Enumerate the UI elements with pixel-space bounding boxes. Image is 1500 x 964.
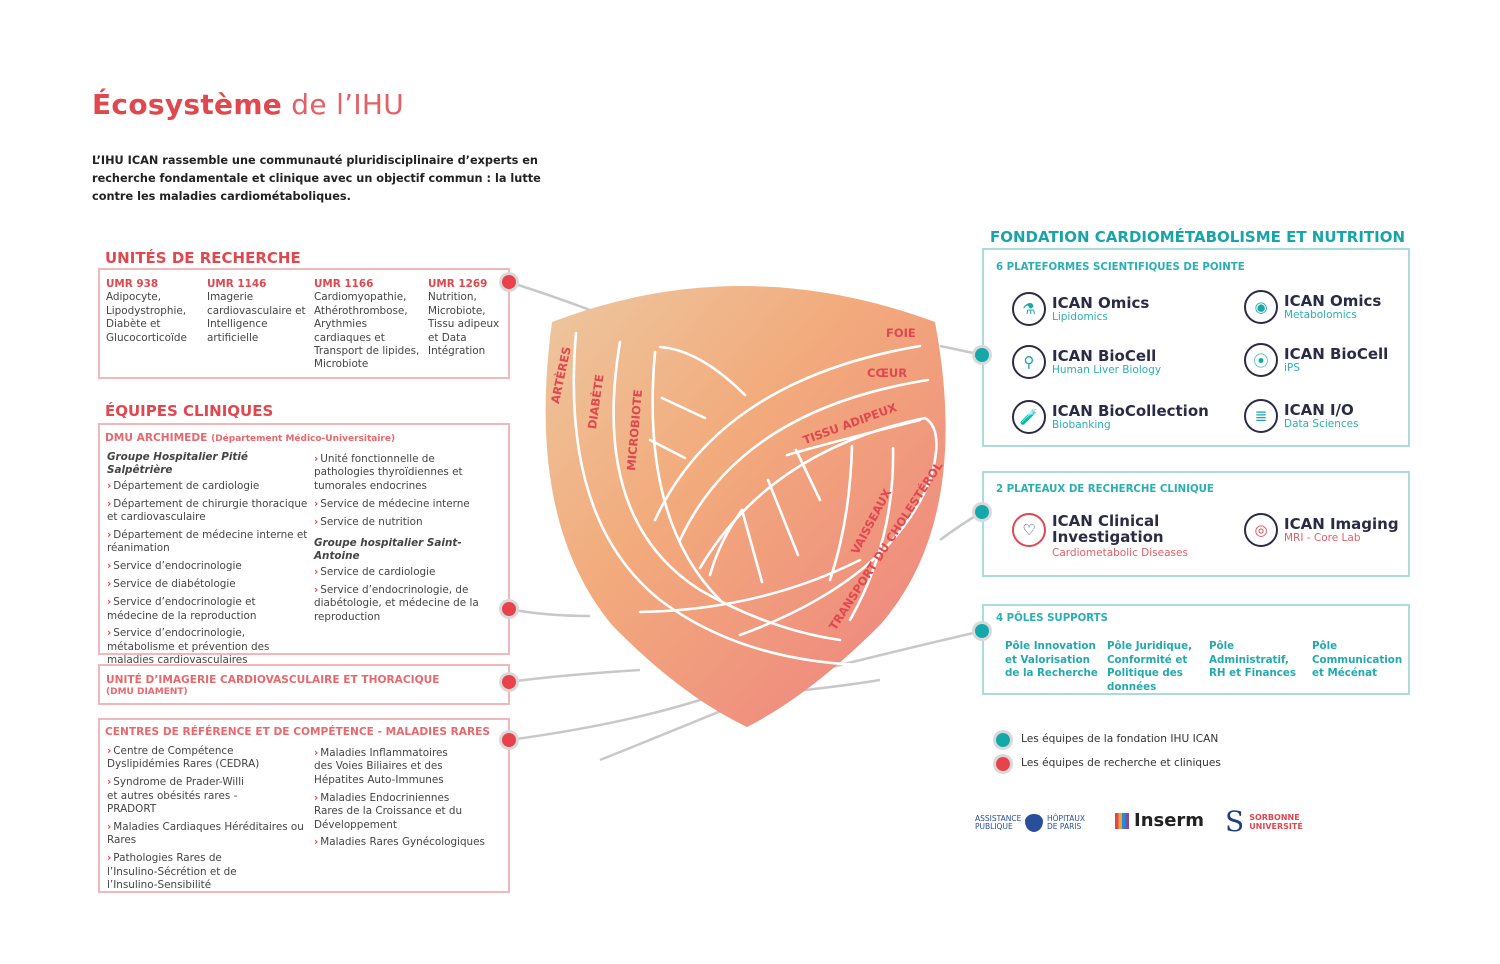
pole-item: Pôle Innovation et Valorisation de la Re… — [1005, 640, 1098, 680]
legend-dot-red — [996, 757, 1010, 771]
umr-desc: Imagerie cardiovasculaire et Intelligenc… — [207, 291, 306, 344]
umr-code: UMR 1166 — [314, 278, 374, 290]
shield-lines — [572, 331, 938, 667]
liver-magnifier-icon: ⚲ — [1012, 345, 1046, 379]
list-item: Centre de Compétence Dyslipidémies Rares… — [107, 745, 307, 772]
centres-box: CENTRES DE RÉFÉRENCE ET DE COMPÉTENCE - … — [98, 718, 510, 893]
umr-desc: Nutrition, Microbiote, Tissu adipeux et … — [428, 291, 500, 358]
connector-dot-red — [502, 733, 516, 747]
connector-dot-red — [502, 675, 516, 689]
stem-cell-icon: ⦿ — [1244, 343, 1278, 377]
connector-dot-teal — [975, 505, 989, 519]
sorbonne-logo: S SORBONNE UNIVERSITÉ — [1225, 805, 1303, 838]
legend-fondation: Les équipes de la fondation IHU ICAN — [1021, 733, 1219, 745]
mri-icon: ◎ — [1244, 513, 1278, 547]
group-title: Groupe hospitalier Saint-Antoine — [314, 537, 462, 563]
pole-item: Pôle Administratif, RH et Finances — [1209, 640, 1297, 680]
list-item: Service d’endocrinologie, métabolisme et… — [107, 627, 282, 667]
imagerie-sub: (DMU DIAMENT) — [106, 687, 188, 697]
group-title: Groupe Hospitalier Pitié Salpêtrière — [107, 451, 248, 477]
connector-dot-red — [502, 602, 516, 616]
aphp-logo: ASSISTANCE PUBLIQUE HÔPITAUX DE PARIS — [975, 814, 1086, 832]
poles-title: 4 PÔLES SUPPORTS — [996, 613, 1108, 624]
umr-code: UMR 1269 — [428, 278, 488, 290]
unites-heading: UNITÉS DE RECHERCHE — [105, 249, 301, 267]
imagerie-title: UNITÉ D’IMAGERIE CARDIOVASCULAIRE ET THO… — [106, 674, 440, 686]
pole-item: Pôle Juridique, Conformité et Politique … — [1107, 640, 1192, 693]
dmu-title: DMU ARCHIMEDE (Département Médico-Univer… — [105, 432, 396, 444]
list-item: Syndrome de Prader-Willi et autres obési… — [107, 776, 257, 816]
shield-label-coeur: CŒUR — [867, 366, 908, 380]
plateaux-box: 2 PLATEAUX DE RECHERCHE CLINIQUE ♡ICAN C… — [982, 471, 1410, 577]
test-tube-icon: 🧪 — [1012, 400, 1046, 434]
page-title: Écosystème de l’IHU — [92, 88, 405, 121]
imagerie-box: UNITÉ D’IMAGERIE CARDIOVASCULAIRE ET THO… — [98, 664, 510, 705]
list-item: Pathologies Rares de l’Insulino-Sécrétio… — [107, 852, 252, 892]
legend-dot-teal — [996, 733, 1010, 747]
centres-title: CENTRES DE RÉFÉRENCE ET DE COMPÉTENCE - … — [105, 726, 491, 738]
intro-text: L’IHU ICAN rassemble une communauté plur… — [92, 154, 541, 203]
connector-dot-teal — [975, 348, 989, 362]
connector-dot-red — [502, 275, 516, 289]
pole-item: Pôle Communication et Mécénat — [1312, 640, 1403, 680]
list-item: Service d’endocrinologie, de diabétologi… — [314, 584, 479, 624]
stethoscope-icon: ♡ — [1012, 513, 1046, 547]
list-item: Département de chirurgie thoracique et c… — [107, 498, 312, 525]
list-item: Maladies Endocriniennes Rares de la Croi… — [314, 792, 464, 832]
list-item: Maladies Cardiaques Héréditaires ou Rare… — [107, 821, 307, 848]
list-item: Maladies Inflammatoires des Voies Biliai… — [314, 747, 464, 787]
shield-shape — [545, 286, 946, 727]
cell-icon: ◉ — [1244, 290, 1278, 324]
legend-recherche: Les équipes de recherche et cliniques — [1021, 757, 1221, 769]
list-item: Service de diabétologie — [107, 578, 312, 591]
list-item: Service de médecine interne — [314, 498, 504, 511]
poles-box: 4 PÔLES SUPPORTS Pôle Innovation et Valo… — [982, 604, 1410, 695]
plateformes-title: 6 PLATEFORMES SCIENTIFIQUES DE POINTE — [996, 262, 1245, 273]
umr-desc: Adipocyte, Lipodystrophie, Diabète et Gl… — [106, 291, 187, 344]
list-item: Unité fonctionnelle de pathologies thyro… — [314, 453, 464, 493]
list-item: Service d’endocrinologie — [107, 560, 312, 573]
umr-code: UMR 938 — [106, 278, 159, 290]
fondation-heading: FONDATION CARDIOMÉTABOLISME ET NUTRITION — [990, 228, 1406, 246]
list-item: Service de cardiologie — [314, 566, 504, 579]
list-item: Département de cardiologie — [107, 480, 312, 493]
data-icon: ≣ — [1244, 399, 1278, 433]
connector-dot-teal — [975, 624, 989, 638]
molecule-icon: ⚗ — [1012, 292, 1046, 326]
equipes-heading: ÉQUIPES CLINIQUES — [105, 402, 274, 420]
list-item: Département de médecine interne et réani… — [107, 529, 312, 556]
list-item: Maladies Rares Gynécologiques — [314, 836, 504, 849]
equipes-box: DMU ARCHIMEDE (Département Médico-Univer… — [98, 423, 510, 666]
umr-code: UMR 1146 — [207, 278, 267, 290]
list-item: Service de nutrition — [314, 516, 504, 529]
umr-desc: Cardiomyopathie, Athérothrombose, Arythm… — [314, 291, 420, 371]
shield-label-foie: FOIE — [886, 326, 916, 340]
list-item: Service d’endocrinologie et médecine de … — [107, 596, 287, 623]
plateformes-box: 6 PLATEFORMES SCIENTIFIQUES DE POINTE ⚗I… — [982, 248, 1410, 447]
plateaux-title: 2 PLATEAUX DE RECHERCHE CLINIQUE — [996, 484, 1214, 495]
inserm-logo: Inserm — [1115, 810, 1204, 831]
